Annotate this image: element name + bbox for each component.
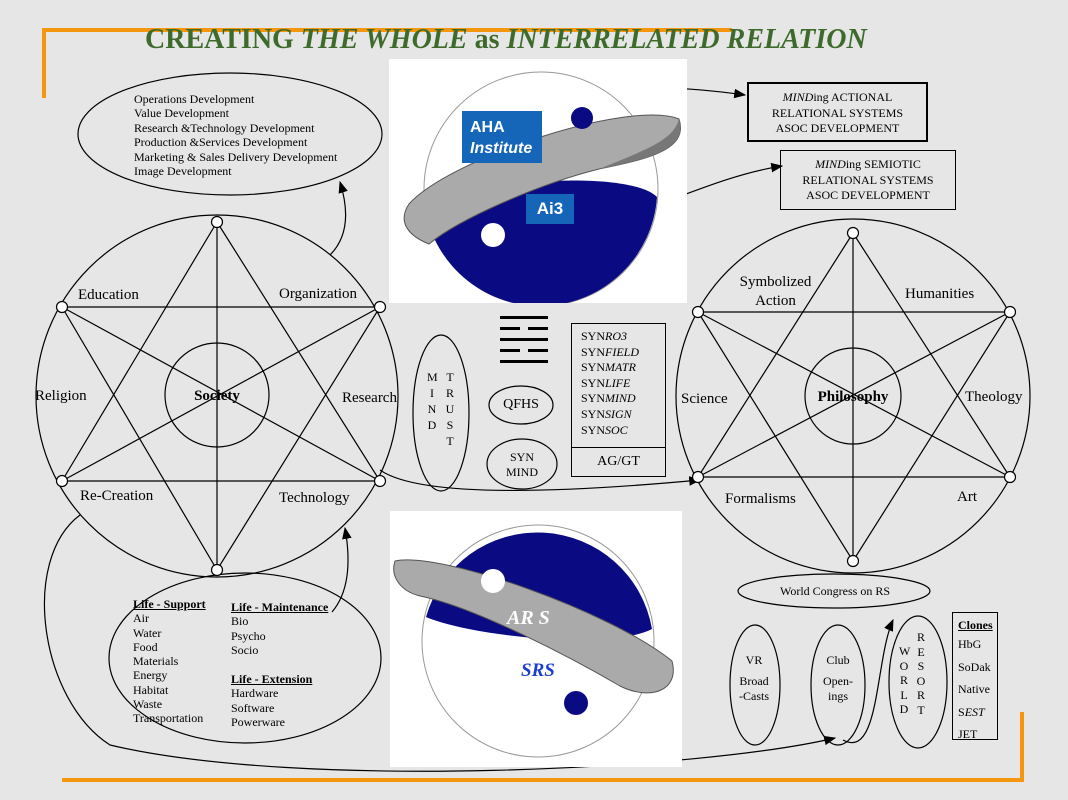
label-society: Society	[194, 388, 240, 404]
list-item: Water	[133, 625, 162, 640]
club-label: Club Open- ings	[823, 653, 853, 703]
qfhs-label: QFHS	[503, 397, 539, 412]
qfhs-ellipse	[488, 385, 554, 425]
list-item: Native	[958, 682, 990, 696]
world-congress-ellipse	[737, 573, 931, 609]
syn-mind-label: SYN MIND	[506, 450, 538, 479]
society-triangle-down	[60, 306, 382, 572]
top-emblem-panel: AHA Institute Ai3	[389, 59, 687, 307]
club-ellipse	[810, 624, 866, 746]
label-humanities: Humanities	[905, 286, 975, 302]
clones-box: Clones HbG SoDak Native SEST JET	[952, 612, 998, 741]
list-item: SYNRO3	[581, 329, 628, 343]
mind-trust-ellipse	[412, 334, 470, 492]
world-vertical-label: WORLD	[899, 644, 911, 716]
ag-gt-label: AG/GT	[572, 447, 665, 478]
trust-vertical-label: TRUST	[445, 370, 455, 448]
list-item: Hardware	[231, 686, 279, 701]
vr-label: VR Broad -Casts	[739, 653, 769, 703]
label-technology: Technology	[279, 490, 350, 506]
list-item: Bio	[231, 614, 249, 629]
list-item: Food	[133, 639, 158, 654]
list-item: Air	[133, 611, 149, 626]
list-item: Waste	[133, 697, 163, 712]
syn-mind-ellipse	[486, 438, 558, 490]
top-emblem-graphic	[403, 71, 681, 307]
syn-list-box: SYNRO3 SYNFIELD SYNMATR SYNLIFE SYNMIND …	[571, 323, 666, 477]
list-item: SYNSOC	[581, 422, 628, 437]
trigram-icon	[500, 316, 548, 363]
philosophy-triangle-down	[696, 311, 1012, 563]
list-item: Transportation	[133, 711, 204, 726]
life-support-list: Life - Support Air Water Food Materials …	[133, 597, 206, 726]
label-theology: Theology	[965, 389, 1023, 405]
list-item: Socio	[231, 642, 259, 657]
list-item: Research &Technology Development	[134, 120, 315, 135]
list-item: Value Development	[134, 106, 229, 121]
label-education: Education	[78, 287, 139, 303]
list-item: Software	[231, 700, 275, 715]
list-item: JET	[958, 727, 978, 741]
label-philosophy: Philosophy	[817, 389, 889, 405]
label-symbolized-action: Symbolized Action	[739, 274, 812, 309]
list-item: SYNMIND	[581, 391, 636, 406]
orange-frame-top	[42, 28, 732, 32]
list-item: Marketing & Sales Delivery Development	[134, 149, 338, 164]
orange-frame-bottom	[62, 778, 1024, 782]
page-title: CREATING THE WHOLE as INTERRELATED RELAT…	[145, 24, 867, 55]
mind-vertical-label: MIND	[427, 370, 438, 432]
ai3-badge: Ai3	[526, 194, 574, 224]
list-item: SYNLIFE	[581, 375, 631, 390]
label-organization: Organization	[279, 286, 358, 302]
development-list: Operations Development Value Development…	[134, 92, 337, 178]
development-ellipse	[77, 72, 383, 196]
list-item: Image Development	[134, 164, 232, 179]
list-item: Materials	[133, 654, 179, 669]
list-item: SoDak	[958, 659, 991, 674]
list-item: Energy	[133, 668, 168, 683]
minding-actional-box: MINDing ACTIONAL RELATIONAL SYSTEMS ASOC…	[747, 82, 928, 142]
philosophy-circle	[675, 218, 1031, 574]
list-item: HbG	[958, 637, 982, 651]
world-congress-label: World Congress on RS	[779, 584, 891, 598]
life-extension-list: Life - Extension Hardware Software Power…	[231, 672, 313, 729]
life-ellipse	[108, 572, 382, 744]
list-item: SYNSIGN	[581, 406, 632, 421]
minding-semiotic-box: MINDing SEMIOTIC RELATIONAL SYSTEMS ASOC…	[780, 150, 956, 210]
vr-ellipse	[729, 624, 781, 746]
list-item: Psycho	[231, 628, 266, 643]
list-item: Powerware	[231, 714, 285, 729]
society-circle	[35, 214, 399, 578]
society-triangle-up	[60, 220, 382, 482]
label-re-creation: Re-Creation	[80, 488, 154, 504]
world-resort-ellipse	[888, 615, 948, 749]
label-art: Art	[957, 489, 977, 505]
list-item: SYNMATR	[581, 360, 636, 375]
label-formalisms: Formalisms	[725, 491, 796, 507]
life-maintenance-list: Life - Maintenance Bio Psycho Socio	[231, 600, 329, 657]
ars-label: AR S	[507, 607, 550, 629]
orange-frame-right	[1020, 712, 1024, 782]
list-item: Operations Development	[134, 92, 255, 106]
orange-frame-left	[42, 28, 46, 98]
list-item: SYNFIELD	[581, 344, 640, 359]
label-religion: Religion	[35, 388, 87, 404]
label-research: Research	[342, 390, 397, 406]
philosophy-triangle-up	[696, 231, 1012, 478]
srs-label: SRS	[521, 660, 555, 681]
list-item: Production &Services Development	[134, 135, 308, 150]
list-item: SEST	[958, 704, 985, 719]
label-science: Science	[681, 391, 728, 407]
bottom-emblem-panel: AR S SRS	[390, 511, 682, 767]
bottom-emblem-graphic	[393, 524, 674, 758]
resort-vertical-label: RESORT	[916, 630, 926, 717]
list-item: Habitat	[133, 682, 169, 697]
aha-institute-badge: AHA Institute	[462, 111, 542, 163]
